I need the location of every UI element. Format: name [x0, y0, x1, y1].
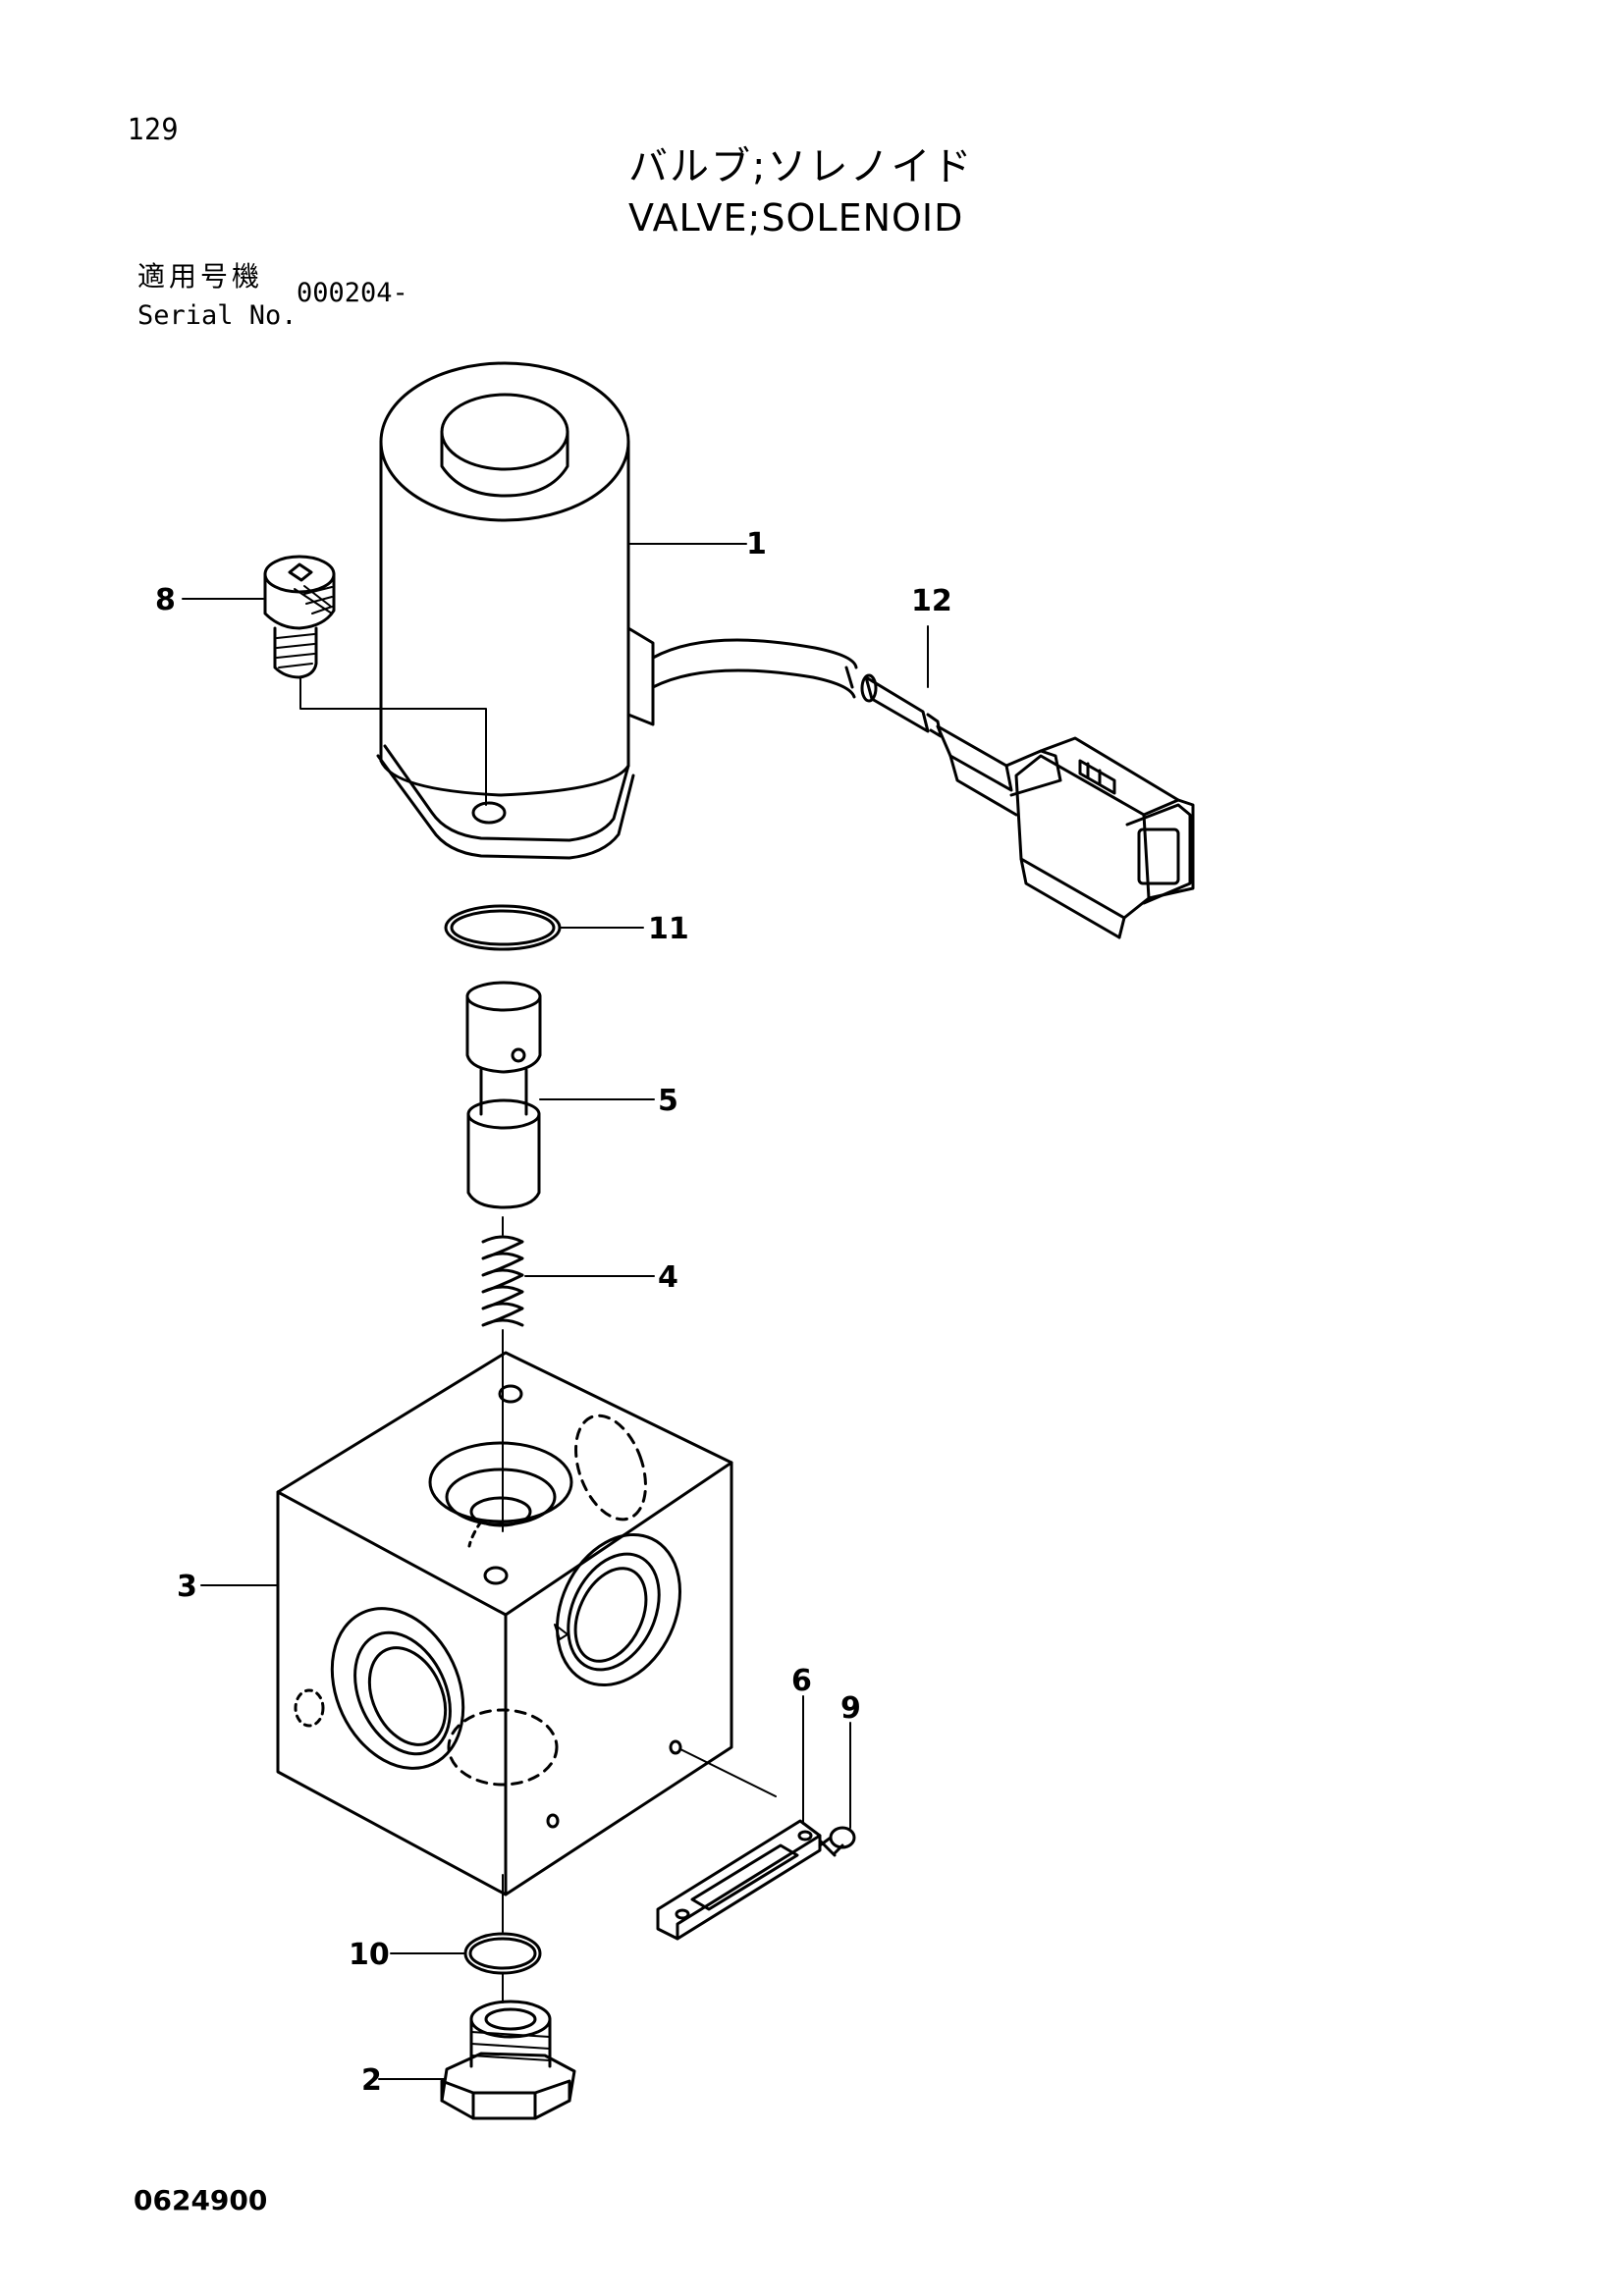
page-number: 129	[128, 113, 179, 147]
callout-labels: 1 8 12 11 5 4 3 6 9 10 2	[155, 527, 952, 2098]
spring-part	[481, 1235, 524, 1327]
title-english: VALVE;SOLENOID	[628, 196, 964, 240]
o-ring-lower-part	[463, 1932, 542, 1975]
callout-10: 10	[349, 1938, 390, 1972]
callout-4: 4	[658, 1260, 678, 1295]
leader-lines	[182, 543, 929, 2080]
o-ring-upper-part	[444, 904, 562, 951]
callout-3: 3	[177, 1570, 197, 1604]
title-japanese: バルブ;ソレノイド	[628, 144, 974, 189]
nameplate-part	[656, 1819, 822, 1941]
hex-plug-part	[440, 2000, 576, 2120]
callout-8: 8	[155, 583, 176, 617]
callout-1: 1	[746, 527, 767, 561]
callout-11: 11	[648, 912, 689, 946]
callout-2: 2	[361, 2063, 382, 2098]
valve-body-block-part	[276, 1351, 777, 1896]
serial-label-english: Serial No.	[137, 300, 298, 331]
drawing-number: 0624900	[134, 2184, 268, 2216]
small-screw-part	[818, 1826, 856, 1857]
serial-label-japanese: 適用号機	[137, 260, 264, 293]
spool-part	[465, 981, 542, 1209]
socket-head-screw-part	[263, 555, 336, 679]
callout-12: 12	[911, 584, 952, 618]
callout-6: 6	[791, 1664, 812, 1698]
callout-9: 9	[840, 1691, 861, 1726]
callout-5: 5	[658, 1084, 678, 1118]
serial-number-value: 000204-	[297, 278, 408, 308]
solenoid-coil-part	[376, 361, 1195, 939]
